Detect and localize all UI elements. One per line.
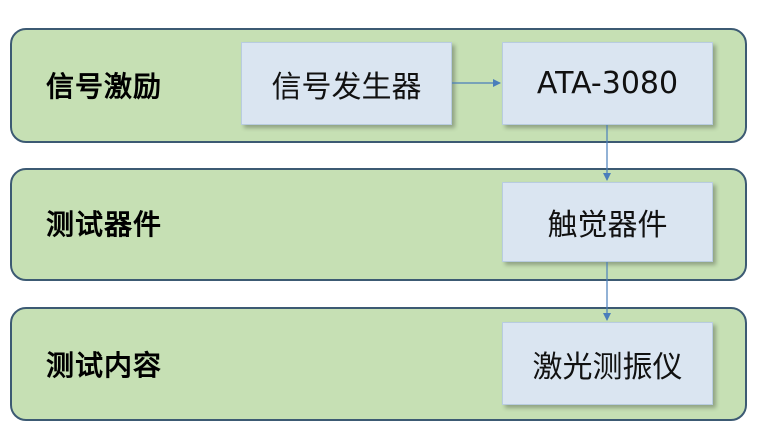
band-label-signal-excitation: 信号激励 [46, 70, 163, 103]
node-power-amplifier: ATA-3080 [502, 42, 713, 125]
node-laser-vibrometer: 激光测振仪 [502, 322, 713, 405]
node-signal-generator: 信号发生器 [241, 42, 452, 125]
band-label-test-device: 测试器件 [46, 208, 163, 241]
node-haptic-device: 触觉器件 [502, 182, 713, 262]
band-label-test-content: 测试内容 [46, 349, 163, 382]
